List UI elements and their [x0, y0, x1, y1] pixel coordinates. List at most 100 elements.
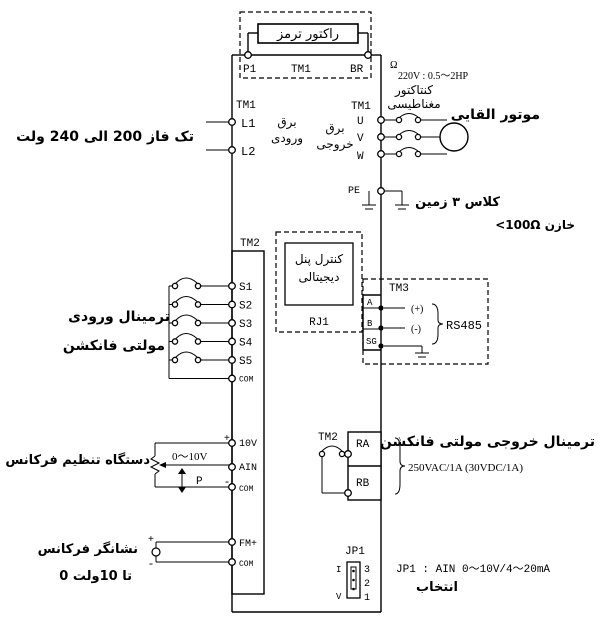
terminal-rs485-sg: [378, 343, 384, 349]
label-jp1-i: I: [336, 565, 341, 575]
terminal-rs485-b: [378, 325, 384, 331]
input-row-s5: S5: [169, 351, 252, 368]
label-br: BR: [350, 64, 364, 76]
terminal-meter-com: [228, 558, 236, 566]
freq-setting-label: دستگاه تنظیم فرکانس: [5, 452, 150, 468]
jp1-select: انتخاب: [416, 580, 458, 595]
label-p1: P1: [243, 64, 257, 76]
relay-label: ترمینال خروجی مولتی فانکشن: [380, 434, 595, 450]
jp1-desc: JP1 : AIN 0～10V/4～20mA: [396, 564, 550, 576]
ground-class-label: کلاس ۳ زمین: [415, 195, 500, 210]
input-row-s2: S2: [169, 296, 252, 313]
label-input-s5: S5: [239, 356, 252, 368]
input-row-s4: S4: [169, 333, 253, 350]
label-10v-plus: +: [224, 433, 230, 444]
label-jp1-v: V: [336, 592, 342, 602]
label-jp1-1: 1: [364, 593, 370, 604]
label-fm: FM+: [239, 539, 257, 550]
label-ra: RA: [356, 439, 370, 451]
label-reactor-tm1: TM1: [291, 64, 311, 76]
input-row-s3: S3: [169, 314, 252, 331]
contactor-label-1: کنتاکتور: [394, 83, 433, 98]
label-jp1-3: 3: [364, 565, 370, 576]
label-p: P: [196, 476, 203, 488]
terminal-pe: [377, 187, 385, 195]
label-tm3-b: B: [367, 319, 373, 329]
label-input-s3: S3: [239, 319, 252, 331]
input-row-com: COM: [169, 374, 254, 385]
ground-spec: <100Ω خازن: [495, 218, 575, 232]
label-meter-minus: -: [149, 556, 153, 570]
terminal-rs485-a: [378, 305, 384, 311]
motor-label: موتور القایی: [451, 107, 540, 123]
inputs-label-1: ترمینال ورودی: [68, 309, 170, 325]
label-rb: RB: [356, 478, 370, 490]
label-rs485-minus: (-): [411, 324, 421, 335]
label-w: W: [357, 151, 364, 163]
terminal-v: [377, 133, 385, 141]
terminal-br: [364, 51, 372, 59]
label-l2: L2: [241, 145, 255, 159]
terminal-s1: [228, 282, 236, 290]
label-output-tm1: TM1: [351, 101, 371, 113]
label-u: U: [357, 116, 364, 128]
terminal-setting-com: [228, 483, 236, 491]
output-power-label-1: برق: [325, 121, 344, 136]
label-input-s1: S1: [239, 282, 253, 294]
relay-rating: 250VAC/1A (30VDC/1A): [408, 462, 523, 474]
terminal-u: [377, 116, 385, 124]
motor-symbol: [439, 122, 469, 152]
label-jp1-2: 2: [364, 579, 370, 590]
control-terminal-strip: [231, 250, 265, 595]
label-tm3: TM3: [389, 283, 409, 295]
label-ain: AIN: [239, 463, 257, 474]
label-rs485-plus: (+): [411, 304, 423, 315]
terminal-rb: [344, 489, 352, 497]
label-jp1: JP1: [345, 546, 365, 558]
terminal-l1: [228, 118, 236, 126]
contactor-label-2: مغناطیسی: [387, 97, 440, 111]
label-input-tm1: TM1: [236, 100, 256, 112]
label-tm3-sg: SG: [366, 337, 377, 347]
output-power-label-2: خروجی: [316, 137, 353, 152]
panel-title-2: دیجیتالی: [299, 270, 340, 284]
label-rs485: RS485: [446, 319, 482, 333]
reactor-title: راکتور ترمز: [276, 27, 339, 42]
label-meter-plus: +: [148, 534, 154, 545]
label-relay-tm2: TM2: [318, 432, 338, 444]
input-row-s1: S1: [169, 277, 253, 294]
freq-meter-range: 0 تا 10ولت: [59, 569, 132, 584]
terminal-s2: [228, 300, 236, 309]
terminal-ra: [344, 450, 352, 458]
label-setting-range: 0～10V: [172, 451, 207, 463]
label-pe: PE: [348, 186, 360, 197]
input-power-desc: تک فاز 200 الی 240 ولت: [16, 129, 194, 145]
label-input-com: COM: [239, 376, 254, 385]
input-power-label-2: ورودی: [271, 131, 303, 146]
terminal-p1: [244, 51, 252, 59]
label-tm3-a: A: [367, 298, 373, 308]
panel-port: RJ1: [309, 317, 329, 329]
label-v: V: [357, 133, 364, 145]
digital-panel: [284, 242, 354, 306]
inputs-label-2: مولتی فانکشن: [63, 338, 165, 354]
label-setting-com: COM: [239, 485, 254, 494]
terminal-l2: [228, 146, 236, 154]
label-input-s2: S2: [239, 301, 252, 313]
panel-dashed-box: [275, 231, 363, 333]
label-10v: 10V: [239, 439, 257, 450]
label-input-s4: S4: [239, 338, 253, 350]
label-l1: L1: [241, 117, 255, 131]
terminal-ain: [228, 463, 236, 471]
terminal-s4: [228, 337, 236, 346]
label-tm2: TM2: [240, 238, 260, 250]
label-meter-com: COM: [239, 560, 254, 569]
terminal-w: [377, 150, 385, 158]
power-rating: 220V : 0.5～2HP: [398, 71, 469, 82]
freq-meter-label: نشانگر فرکانس: [38, 541, 138, 557]
label-com-minus: -: [225, 474, 229, 488]
terminal-s5: [228, 356, 236, 364]
terminal-com: [228, 374, 236, 383]
